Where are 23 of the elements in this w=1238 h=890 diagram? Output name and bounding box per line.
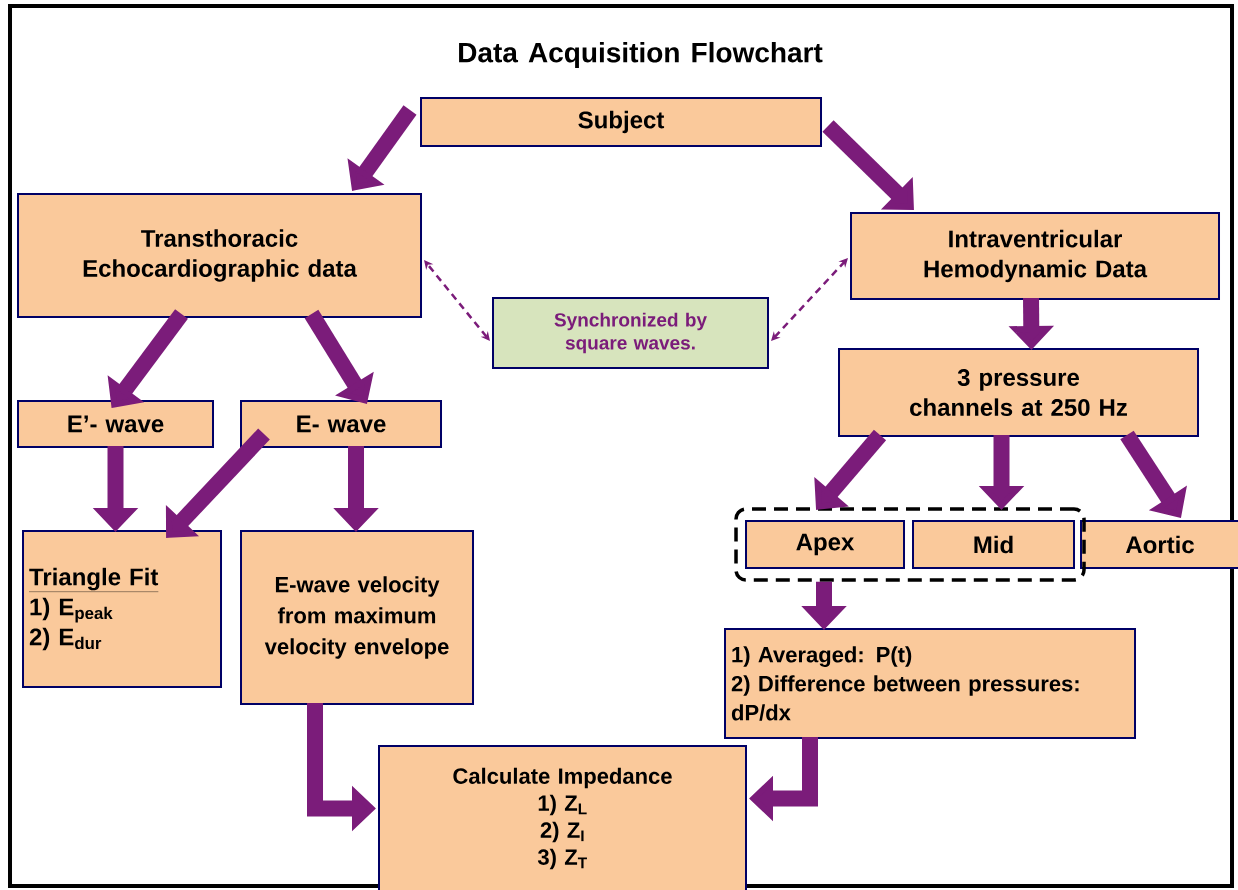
process-box: E’- wave [17,400,214,448]
dashed-arrow [771,258,848,341]
process-box: E- wave [240,400,442,448]
process-box: Intraventricular Hemodynamic Data [850,212,1220,300]
process-box: 3 pressure channels at 250 Hz [838,348,1199,437]
process-box: Mid [912,520,1075,569]
process-box: Calculate Impedance 1) Z$_{L}$ 2) Z$_{I}$ 3) Z$_{T}$ [378,745,747,890]
process-box: E-wave velocity from maximum velocity envelope [240,530,474,705]
dashed-group-box [734,507,1086,582]
note-box: Synchronized by square waves. [492,297,769,369]
dashed-arrow [424,260,490,341]
block-arrow [822,120,914,210]
process-box: 1) Averaged: P(t) 2) Difference between pressures: dP/dx [724,628,1136,739]
block-arrow [165,428,270,538]
block-arrow [304,309,374,404]
block-arrow [1120,430,1187,518]
process-box: Subject [420,97,822,147]
title: Data Acquisition Flowchart [459,41,823,69]
process-box: Transthoracic Echocardiographic data [17,193,422,318]
process-box: Apex [745,520,905,569]
process-box: Aortic [1080,520,1238,569]
process-box: Triangle Fit 1) E$_{peak}$ 2) E$_{dur}$ [22,530,222,688]
block-arrow [814,429,887,510]
